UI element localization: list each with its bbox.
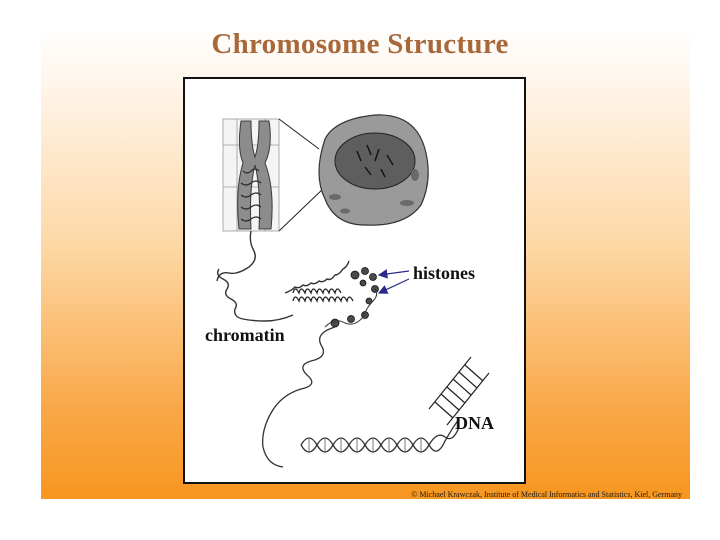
chromosome-figure: histones chromatin DNA	[183, 77, 526, 484]
copyright-caption: © Michael Krawczak, Institute of Medical…	[0, 490, 682, 499]
coil-segment	[293, 289, 353, 301]
cell-illustration	[319, 115, 428, 225]
histones-arrows	[379, 271, 409, 293]
slide-title: Chromosome Structure	[0, 28, 720, 61]
label-histones: histones	[413, 263, 475, 284]
label-dna: DNA	[455, 413, 494, 434]
chromatin-fiber	[217, 231, 349, 321]
dna-strand-loop	[263, 327, 335, 467]
label-chromatin: chromatin	[205, 325, 285, 346]
zoom-lines	[279, 119, 325, 231]
